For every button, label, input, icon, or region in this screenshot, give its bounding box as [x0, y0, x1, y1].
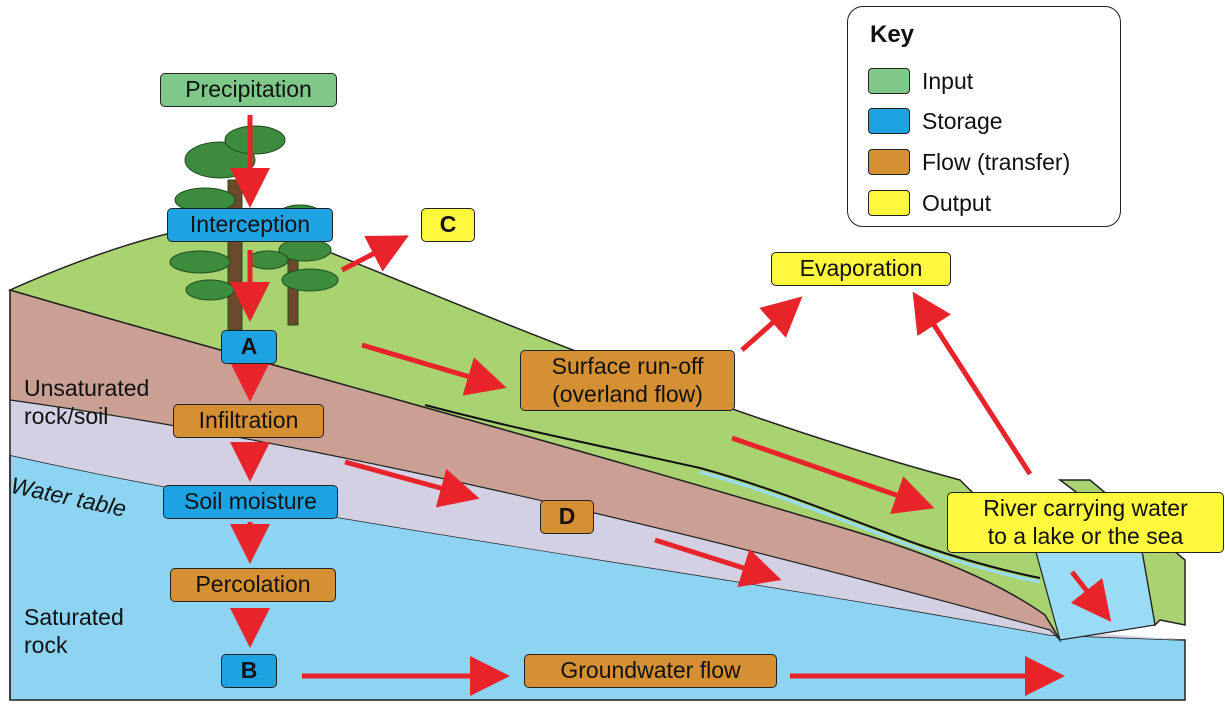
- saturated-line-2: rock: [24, 631, 68, 658]
- tree-icon: [169, 125, 339, 331]
- arrow-interception-c: [340, 235, 409, 273]
- legend-key: Key Input Storage Flow (transfer) Output: [847, 6, 1121, 227]
- arrow-runoff-river: [731, 435, 935, 515]
- saturated-text: Saturated rock: [24, 604, 124, 659]
- key-swatch-output: [868, 190, 910, 216]
- surface-runoff-label: Surface run-off (overland flow): [520, 350, 735, 412]
- unsaturated-line-1: Unsaturated: [24, 375, 150, 401]
- arrow-river-evap: [912, 291, 1033, 476]
- key-item-output: Output: [868, 189, 991, 217]
- river-line: [424, 404, 1041, 579]
- river-label: River carrying water to a lake or the se…: [947, 492, 1224, 554]
- arrow-runoff-evap: [740, 296, 803, 352]
- percolation-label: Percolation: [170, 568, 336, 602]
- evaporation-label: Evaporation: [771, 252, 951, 286]
- key-label-output: Output: [922, 189, 992, 216]
- infiltration-label: Infiltration: [173, 404, 324, 438]
- b-label: B: [221, 654, 277, 688]
- soil-moisture-label: Soil moisture: [163, 485, 338, 519]
- key-swatch-input: [868, 68, 910, 94]
- river-water-line: [699, 470, 1041, 584]
- key-swatch-storage: [868, 108, 910, 134]
- saturated-line-1: Saturated: [24, 604, 124, 630]
- a-label: A: [221, 330, 277, 364]
- surface-runoff-line-2: (overland flow): [552, 380, 703, 407]
- key-item-storage: Storage: [868, 107, 1003, 135]
- precipitation-label: Precipitation: [160, 73, 337, 107]
- unsaturated-line-2: rock/soil: [24, 402, 109, 429]
- arrow-river-channel: [1070, 570, 1112, 622]
- river-label-line-2: to a lake or the sea: [987, 522, 1184, 549]
- flow-arrows: [230, 115, 1112, 696]
- unsaturated-layer: [10, 400, 1185, 640]
- arrow-runoff-in: [361, 342, 507, 396]
- river-label-line-1: River carrying water: [983, 495, 1188, 521]
- key-item-flow: Flow (transfer): [868, 148, 1070, 176]
- arrow-throughflow-2: [654, 537, 782, 588]
- key-swatch-flow: [868, 149, 910, 175]
- unsaturated-text: Unsaturated rock/soil: [24, 375, 149, 430]
- interception-label: Interception: [167, 208, 333, 242]
- key-title: Key: [870, 21, 915, 48]
- key-label-flow: Flow (transfer): [922, 148, 1071, 175]
- surface-runoff-line-1: Surface run-off: [551, 353, 704, 379]
- key-item-input: Input: [868, 67, 973, 95]
- c-label: C: [421, 208, 475, 242]
- groundwater-flow-label: Groundwater flow: [524, 654, 777, 688]
- arrow-throughflow-1: [344, 459, 480, 508]
- key-label-input: Input: [922, 67, 974, 94]
- key-label-storage: Storage: [922, 107, 1003, 134]
- d-label: D: [540, 500, 594, 534]
